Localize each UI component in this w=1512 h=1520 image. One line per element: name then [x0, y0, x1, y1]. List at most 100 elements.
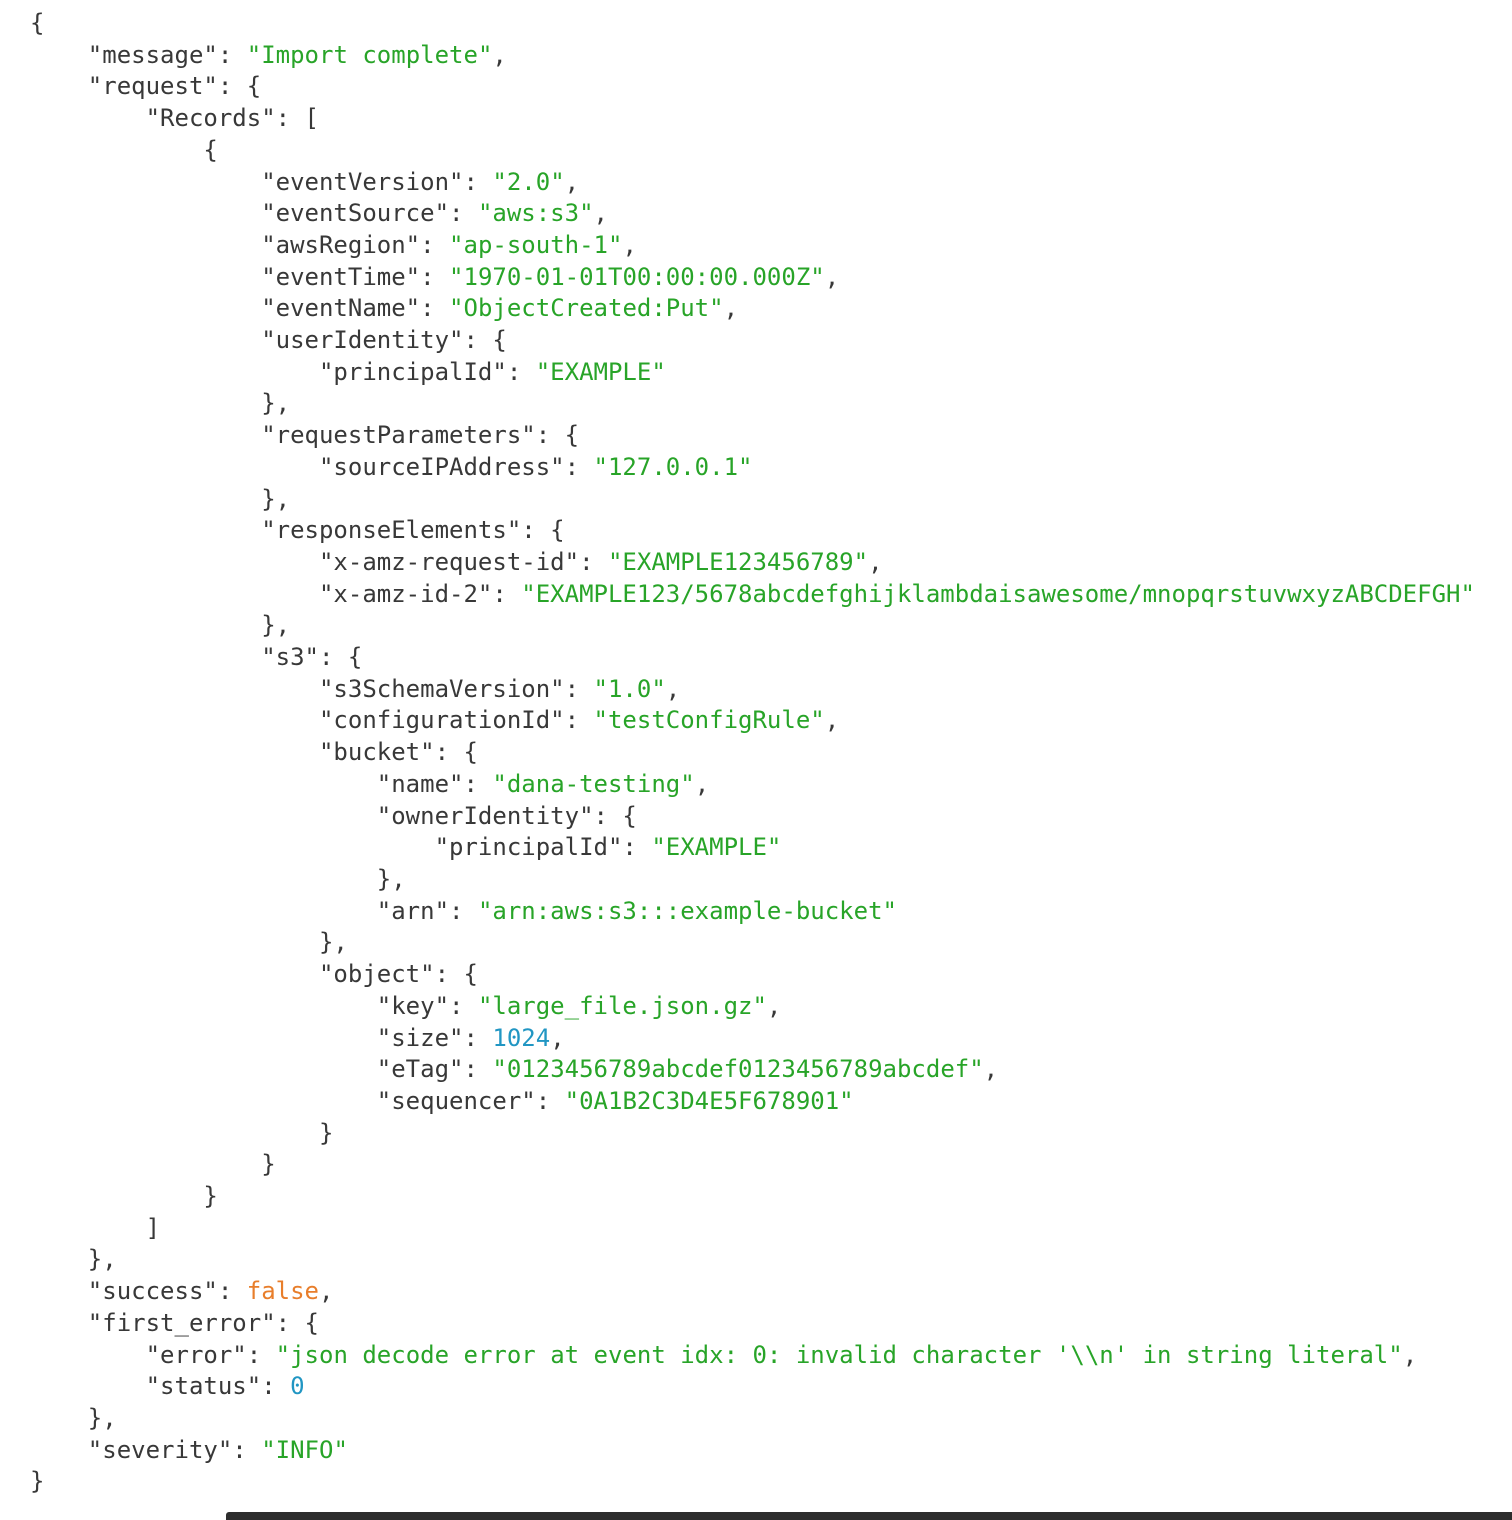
json-string-value: "ap-south-1" [449, 230, 623, 259]
json-string-value: "EXAMPLE123/5678abcdefghijklambdaisaweso… [521, 579, 1475, 608]
code-line: "ownerIdentity": { [30, 801, 1512, 833]
json-key: "object" [318, 960, 435, 989]
code-line: "object": { [30, 959, 1512, 991]
code-line: "x-amz-id-2": "EXAMPLE123/5678abcdefghij… [30, 579, 1512, 611]
json-string-value: "large_file.json.gz" [477, 991, 767, 1020]
code-line: }, [30, 864, 1512, 896]
code-line: "s3SchemaVersion": "1.0", [30, 674, 1512, 706]
code-line: "x-amz-request-id": "EXAMPLE123456789", [30, 547, 1512, 579]
bottom-window-edge [226, 1512, 1512, 1520]
json-key: "success" [87, 1277, 218, 1306]
json-key: "ownerIdentity" [376, 801, 594, 830]
code-line: ] [30, 1213, 1512, 1245]
json-punctuation: : { [318, 643, 363, 672]
code-line: "arn": "arn:aws:s3:::example-bucket" [30, 896, 1512, 928]
json-punctuation: , [319, 1277, 334, 1306]
json-key: "x-amz-request-id" [318, 547, 580, 576]
json-string-value: "testConfigRule" [593, 706, 825, 735]
json-key: "size" [376, 1023, 464, 1052]
json-punctuation: : [463, 1055, 493, 1084]
json-punctuation: : [449, 991, 478, 1020]
json-key: "principalId" [318, 357, 507, 386]
json-boolean-value: false [246, 1277, 319, 1306]
code-line: "sourceIPAddress": "127.0.0.1" [30, 452, 1512, 484]
json-key: "sourceIPAddress" [318, 452, 565, 481]
json-punctuation: : [463, 167, 493, 196]
json-punctuation: : [420, 230, 450, 259]
json-punctuation: , [622, 230, 637, 259]
code-line: "requestParameters": { [30, 420, 1512, 452]
json-string-value: "EXAMPLE" [651, 833, 782, 862]
json-number-value: 0 [290, 1372, 305, 1401]
code-line: "eventName": "ObjectCreated:Put", [30, 293, 1512, 325]
json-punctuation: } [203, 1182, 218, 1211]
json-key: "sequencer" [376, 1086, 536, 1115]
json-punctuation: : { [217, 72, 262, 101]
json-key: "x-amz-id-2" [318, 579, 493, 608]
json-punctuation: }, [87, 1245, 117, 1274]
json-punctuation: , [723, 294, 739, 323]
code-line: { [30, 135, 1512, 167]
json-punctuation: : [622, 833, 652, 862]
json-string-value: "Import complete" [246, 40, 493, 69]
json-key: "first_error" [87, 1308, 276, 1337]
json-string-value: "aws:s3" [477, 199, 594, 228]
json-punctuation: : { [434, 960, 478, 989]
json-punctuation: } [30, 1467, 45, 1496]
json-punctuation: : { [535, 421, 580, 450]
code-line: "Records": [ [30, 103, 1512, 135]
json-number-value: 1024 [492, 1023, 551, 1052]
code-line: "key": "large_file.json.gz", [30, 991, 1512, 1023]
json-string-value: "0123456789abcdef0123456789abcdef" [492, 1055, 984, 1084]
json-punctuation: , [665, 674, 681, 703]
json-punctuation: }, [376, 864, 406, 893]
json-punctuation: { [30, 9, 45, 37]
code-line: }, [30, 927, 1512, 959]
json-key: "eventName" [261, 294, 421, 323]
json-key: "requestParameters" [261, 421, 536, 450]
json-key: "eTag" [376, 1055, 464, 1084]
json-key: "request" [87, 72, 218, 101]
json-key: "eventSource" [261, 199, 450, 228]
json-string-value: "0A1B2C3D4E5F678901" [564, 1086, 854, 1115]
json-punctuation: : [506, 357, 536, 386]
code-line: "name": "dana-testing", [30, 769, 1512, 801]
code-line: "eventVersion": "2.0", [30, 167, 1512, 199]
code-line: "request": { [30, 71, 1512, 103]
json-punctuation: , [550, 1023, 565, 1052]
json-punctuation: : [449, 896, 478, 925]
json-punctuation: : { [434, 738, 478, 767]
json-punctuation: , [694, 769, 710, 798]
json-string-value: "INFO" [261, 1435, 348, 1464]
json-punctuation: : [261, 1372, 291, 1401]
json-punctuation: : [463, 1023, 493, 1052]
json-key: "userIdentity" [261, 326, 464, 355]
code-line: "error": "json decode error at event idx… [30, 1340, 1512, 1372]
code-line: "first_error": { [30, 1308, 1512, 1340]
json-key: "responseElements" [261, 516, 522, 545]
json-punctuation: }, [261, 389, 291, 418]
code-line: "success": false, [30, 1276, 1512, 1308]
json-punctuation: , [868, 547, 883, 576]
code-line: "status": 0 [30, 1371, 1512, 1403]
json-punctuation: , [983, 1055, 999, 1084]
json-punctuation: : { [463, 326, 507, 355]
json-punctuation: , [564, 167, 580, 196]
json-punctuation: : [217, 40, 247, 69]
json-string-value: "1.0" [593, 674, 666, 703]
json-string-value: "ObjectCreated:Put" [449, 294, 724, 323]
code-line: "size": 1024, [30, 1023, 1512, 1055]
code-line: } [30, 1149, 1512, 1181]
json-punctuation: : { [593, 801, 637, 830]
json-string-value: "2.0" [492, 167, 565, 196]
json-punctuation: , [492, 40, 507, 69]
code-line: }, [30, 1244, 1512, 1276]
json-punctuation: , [824, 262, 840, 291]
code-line: "eventSource": "aws:s3", [30, 198, 1512, 230]
json-string-value: "127.0.0.1" [593, 452, 753, 481]
code-line: } [30, 1181, 1512, 1213]
json-string-value: "json decode error at event idx: 0: inva… [275, 1340, 1403, 1369]
json-punctuation: : [564, 452, 594, 481]
json-punctuation: : [ [275, 104, 319, 133]
